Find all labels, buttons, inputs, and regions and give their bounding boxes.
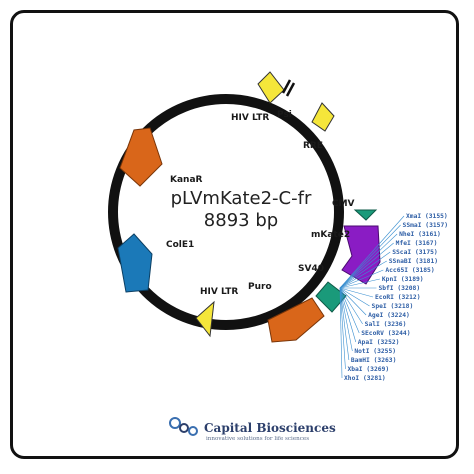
restriction-site-label: SbfI (3208) (378, 285, 420, 292)
restriction-site-leader-line (339, 278, 380, 289)
logo-molecule-icon-3 (188, 426, 198, 436)
restriction-site-leader-line (339, 224, 401, 289)
restriction-site-leader-line (339, 287, 367, 316)
label-rre: RRE (303, 141, 323, 151)
restriction-site-label: AgeI (3224) (368, 312, 410, 319)
restriction-site-label: XmaI (3155) (406, 213, 448, 220)
cole1-arrow (117, 233, 153, 293)
plasmid-map-card (10, 10, 459, 459)
label-hiv-ltr-top: HIV LTR (231, 113, 269, 123)
label-sv40: SV40 (298, 264, 324, 274)
restriction-site-leader-line (339, 287, 363, 325)
hiv-ltr-top-arrow (257, 71, 285, 104)
rre-arrow (311, 102, 335, 132)
restriction-site-leader-line (339, 287, 346, 370)
restriction-site-leader-line (339, 233, 398, 289)
cmv-arrow (353, 209, 378, 221)
restriction-site-label: SEcoRV (3244) (361, 330, 410, 337)
psi-marker (281, 79, 296, 97)
restriction-site-label: SSmaI (3157) (403, 222, 449, 229)
restriction-site-label: NheI (3161) (399, 231, 441, 238)
label-hiv-ltr-bottom: HIV LTR (200, 287, 238, 297)
plasmid-backbone (108, 94, 344, 330)
restriction-site-label: XhoI (3281) (344, 375, 386, 382)
restriction-site-label: XbaI (3269) (347, 366, 389, 373)
sv40-arrow (315, 281, 347, 313)
logo-molecule-icon-2 (179, 423, 189, 433)
restriction-site-leader-line (339, 287, 353, 352)
puro-arrow (267, 297, 325, 343)
label-cole1: ColE1 (166, 240, 194, 250)
logo-molecule-icon (169, 417, 181, 429)
label-puro: Puro (248, 282, 272, 292)
restriction-site-label: NotI (3255) (354, 348, 396, 355)
logo-tagline: innovative solutions for life sciences (206, 436, 309, 442)
plasmid-name: pLVmKate2-C-fr (171, 188, 312, 209)
restriction-site-leader-line (339, 269, 384, 289)
label-kanar: KanaR (170, 175, 203, 185)
restriction-site-label: SalI (3236) (365, 321, 407, 328)
restriction-sites: XmaI (3155) SSmaI (3157) NheI (3161) MfeI (… (339, 213, 449, 382)
label-mkate2: mKate2 (311, 230, 350, 240)
restriction-site-leader-line (339, 287, 360, 334)
restriction-site-label: SScaI (3175) (392, 249, 438, 256)
company-logo: Capital Biosciences innovative solutions… (169, 417, 336, 442)
restriction-site-leader-line (339, 260, 387, 289)
restriction-site-leader-line (339, 251, 391, 289)
restriction-site-label: SSnaBI (3181) (389, 258, 438, 265)
restriction-site-leader-line (339, 287, 374, 298)
restriction-site-label: BamHI (3263) (351, 357, 397, 364)
restriction-site-label: EcoRI (3212) (375, 294, 421, 301)
restriction-site-leader-line (339, 287, 370, 307)
mkate2-arrow (341, 225, 381, 285)
plasmid-size: 8893 bp (204, 210, 278, 231)
kanar-arrow (119, 127, 163, 187)
restriction-site-leader-line (339, 287, 343, 379)
restriction-site-label: SpeI (3218) (372, 303, 414, 310)
hiv-ltr-bottom-arrow (195, 300, 215, 338)
logo-brand-text: Capital Biosciences (204, 421, 336, 435)
restriction-site-leader-line (339, 287, 350, 361)
restriction-site-leader-line (339, 287, 357, 343)
label-psi: Psi (277, 110, 292, 120)
restriction-site-label: MfeI (3167) (396, 240, 438, 247)
restriction-site-label: ApaI (3252) (358, 339, 400, 346)
restriction-site-label: KpnI (3189) (382, 276, 424, 283)
label-cmv: CMV (332, 199, 355, 209)
restriction-site-label: Acc65I (3185) (385, 267, 434, 274)
restriction-site-leader-line (339, 215, 405, 289)
restriction-site-leader-line (339, 242, 394, 289)
